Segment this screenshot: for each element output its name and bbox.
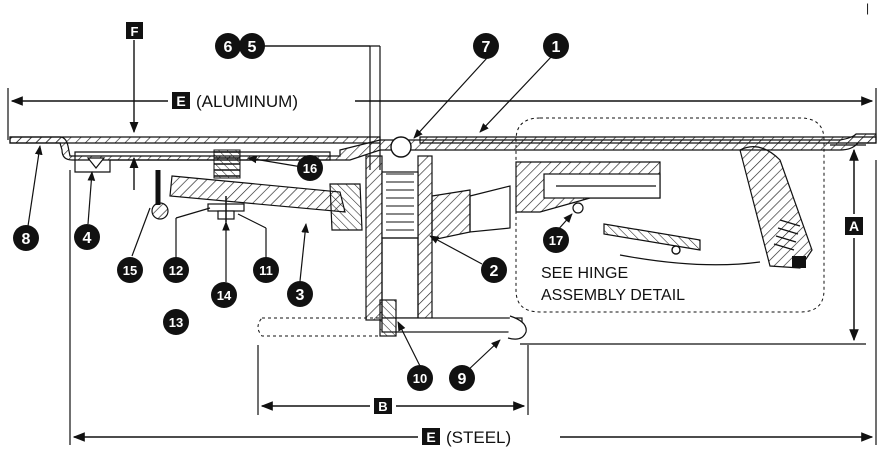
- callout-3-label: 3: [296, 287, 305, 304]
- callout-11: 11: [253, 257, 279, 283]
- callout-2-label: 2: [490, 263, 499, 280]
- callout-13-label: 13: [169, 315, 183, 330]
- callout-6-label: 6: [224, 39, 233, 56]
- callout-11-label: 11: [259, 263, 273, 278]
- callout-8: 8: [13, 225, 39, 251]
- callout-12: 12: [163, 257, 189, 283]
- callout-10: 10: [407, 365, 433, 391]
- hinge-assembly: [515, 146, 813, 269]
- callout-8-label: 8: [22, 231, 31, 248]
- hinge-note-line1: SEE HINGE: [541, 265, 628, 282]
- callout-16-label: 16: [303, 161, 317, 176]
- frame-rail: [74, 151, 331, 173]
- bolt-15: [151, 170, 169, 220]
- corner-mark: |: [866, 1, 869, 15]
- hinge-note-line2: ASSEMBLY DETAIL: [541, 287, 685, 304]
- callout-7-label: 7: [482, 39, 491, 56]
- lever-arm: [169, 175, 346, 213]
- callout-15: 15: [117, 257, 143, 283]
- callout-17-label: 17: [549, 233, 563, 248]
- dimension-b: B: [257, 345, 529, 415]
- b-letter: B: [378, 399, 387, 414]
- callout-1: 1: [543, 33, 569, 59]
- e-letter-top: E: [176, 93, 185, 109]
- callout-2: 2: [481, 257, 507, 283]
- callout-14: 14: [211, 282, 237, 308]
- leader-lines: [27, 45, 573, 373]
- callout-17: 17: [543, 227, 569, 253]
- callout-9-label: 9: [458, 371, 467, 388]
- callout-13: 13: [163, 309, 189, 335]
- callout-9: 9: [449, 365, 475, 391]
- dimension-e-steel: E (STEEL): [69, 160, 877, 447]
- callout-16: 16: [297, 155, 323, 181]
- callout-3: 3: [287, 281, 313, 307]
- dimension-e-aluminum: E (ALUMINUM): [7, 88, 877, 140]
- callout-5: 5: [239, 33, 265, 59]
- handle-9: [257, 299, 527, 340]
- callout-5-label: 5: [248, 39, 257, 56]
- lever-block: [329, 183, 363, 231]
- lid-plate: [9, 133, 877, 161]
- e-letter-bottom: E: [426, 429, 435, 445]
- a-letter-box: [845, 217, 863, 235]
- hub-shaft: [365, 155, 511, 321]
- f-letter-box: [126, 22, 143, 39]
- b-letter-box: [374, 398, 392, 414]
- callout-6: 6: [215, 33, 241, 59]
- f-letter: F: [131, 24, 139, 39]
- nut-assembly: [207, 196, 245, 222]
- callout-14-label: 14: [217, 288, 232, 303]
- callout-4-label: 4: [83, 230, 92, 247]
- callout-1-label: 1: [552, 39, 561, 56]
- hinge-detail-outline: [515, 117, 825, 313]
- e-aluminum-label: (ALUMINUM): [196, 92, 298, 111]
- e-letter-box-bottom: [422, 428, 440, 445]
- e-steel-label: (STEEL): [446, 428, 511, 447]
- callout-7: 7: [473, 33, 499, 59]
- callout-4: 4: [74, 224, 100, 250]
- callout-10-label: 10: [413, 371, 427, 386]
- callout-15-label: 15: [123, 263, 137, 278]
- a-letter: A: [849, 218, 859, 234]
- dimension-f: F: [126, 22, 143, 190]
- spring-16: [213, 149, 241, 179]
- ball-7: [390, 136, 412, 158]
- e-letter-box-top: [172, 92, 190, 109]
- callout-12-label: 12: [169, 263, 183, 278]
- latch-tab: [86, 157, 106, 169]
